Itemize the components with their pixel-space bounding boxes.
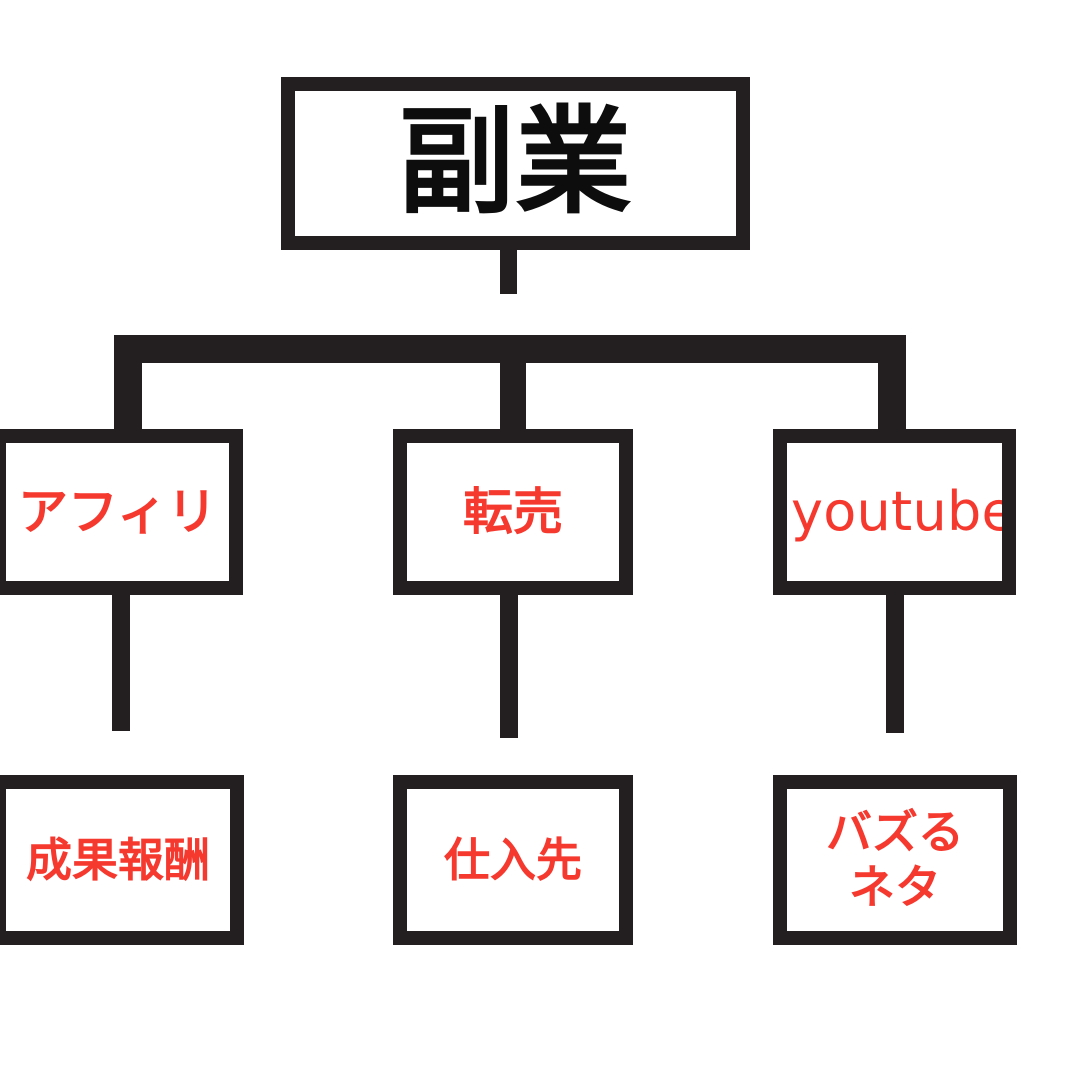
node-viral[interactable]: バズる ネタ [773,775,1017,945]
connector-stem-commission [112,595,130,731]
connector-drop-youtube [878,335,906,431]
node-commission-label: 成果報酬 [26,832,210,887]
node-root[interactable]: 副業 [281,77,750,250]
node-youtube-label: youtube [791,480,1016,544]
node-viral-label: バズる ネタ [826,804,964,914]
node-supplier[interactable]: 仕入先 [393,775,633,945]
node-root-label: 副業 [398,95,633,231]
connector-stem-viral [886,595,904,733]
connector-root-stem [500,250,517,294]
node-resale[interactable]: 転売 [393,429,633,595]
connector-drop-affiliate [114,335,142,431]
node-resale-label: 転売 [463,482,563,541]
connector-drop-resale [500,335,526,431]
node-supplier-label: 仕入先 [444,832,582,887]
node-commission[interactable]: 成果報酬 [0,775,244,945]
node-youtube[interactable]: youtube [773,429,1016,595]
node-affiliate-label: アフィリ [18,482,217,541]
connector-stem-supplier [500,595,518,738]
node-affiliate[interactable]: アフィリ [0,429,243,595]
